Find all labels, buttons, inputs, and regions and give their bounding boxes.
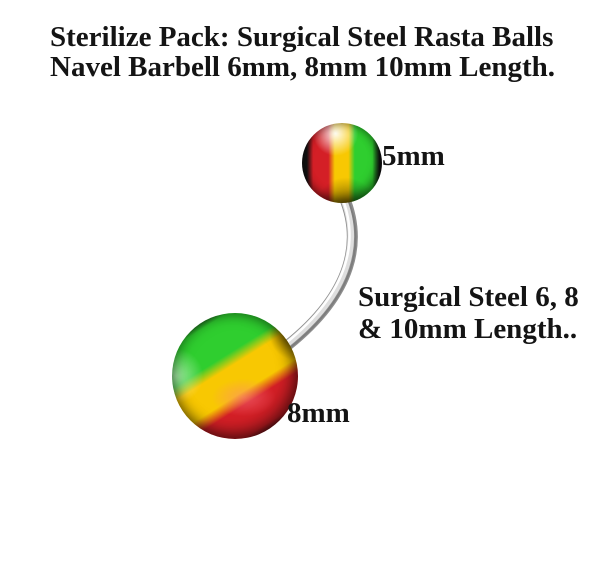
size-label-5mm: 5mm xyxy=(382,140,445,172)
barbell-length-label-line2: & 10mm Length.. xyxy=(358,313,578,345)
product-title: Sterilize Pack: Surgical Steel Rasta Bal… xyxy=(50,22,555,82)
product-title-line2: Navel Barbell 6mm, 8mm 10mm Length. xyxy=(50,51,556,83)
rasta-ball-8mm xyxy=(172,313,298,439)
barbell-post-highlight xyxy=(284,194,351,345)
size-label-8mm: 8mm xyxy=(287,397,350,429)
barbell-length-label: Surgical Steel 6, 8 & 10mm Length.. xyxy=(358,281,579,345)
product-title-line1: Sterilize Pack: Surgical Steel Rasta Bal… xyxy=(50,21,554,53)
rasta-ball-5mm xyxy=(302,123,382,203)
barbell-length-label-line1: Surgical Steel 6, 8 xyxy=(358,281,579,313)
barbell-post-edge xyxy=(290,197,357,348)
